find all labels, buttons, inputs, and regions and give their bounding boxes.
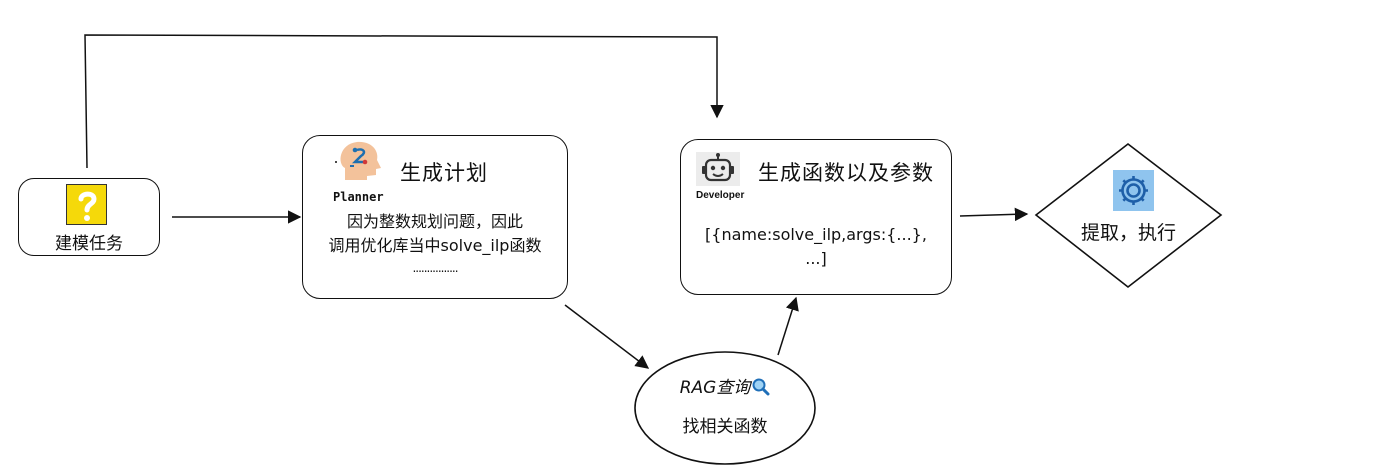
developer-line-2: ...]	[805, 249, 827, 268]
arrow-planner-to-rag	[564, 304, 650, 369]
arrow-start-to-developer	[84, 34, 724, 169]
developer-line-1: [{name:solve_ilp,args:{...},	[705, 225, 927, 244]
rag-subtitle: 找相关函数	[682, 417, 768, 437]
rag-title: RAG查询	[650, 373, 800, 401]
developer-role-label: Developer	[696, 190, 745, 201]
question-mark-icon	[66, 184, 107, 225]
developer-title: 生成函数以及参数	[758, 161, 934, 185]
robot-icon	[696, 152, 740, 186]
planner-head-icon	[333, 138, 383, 184]
magnifier-icon	[752, 378, 770, 401]
start-label: 建模任务	[55, 234, 123, 254]
rag-ellipse	[634, 351, 816, 465]
rag-title-text: RAG查询	[679, 378, 751, 398]
arrow-rag-to-developer	[777, 296, 799, 356]
planner-title: 生成计划	[400, 161, 488, 185]
gear-icon	[1113, 170, 1154, 211]
planner-line-1: 因为整数规划问题，因此	[346, 212, 523, 231]
execute-diamond	[1034, 142, 1223, 289]
planner-role-label: Planner	[333, 190, 384, 204]
planner-line-3: ................	[412, 261, 458, 275]
planner-line-2: 调用优化库当中solve_ilp函数	[328, 236, 542, 255]
execute-label: 提取，执行	[1080, 222, 1176, 244]
arrow-developer-to-execute	[959, 207, 1029, 222]
